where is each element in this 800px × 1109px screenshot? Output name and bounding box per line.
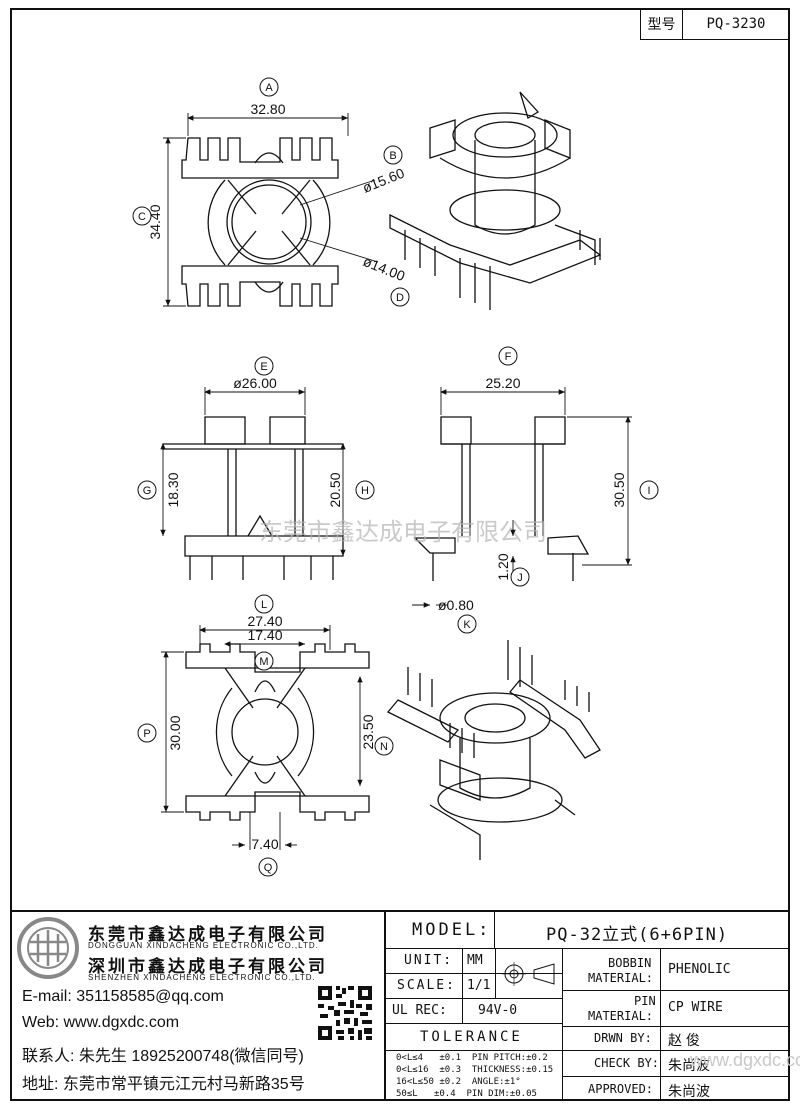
callout-Q: Q [264, 862, 273, 874]
bobbin-label-2: MATERIAL: [588, 971, 654, 985]
callout-B: B [389, 150, 396, 162]
callout-P: P [143, 728, 150, 740]
dim-M: 17.40 [247, 627, 282, 643]
drawn-value: 赵 俊 [668, 1032, 700, 1048]
company-logo [17, 917, 79, 979]
dim-D: ø14.00 [361, 253, 408, 284]
dim-J: 1.20 [495, 553, 511, 580]
tol-row-3: 16<L≤50 ±0.2 ANGLE:±1° [396, 1077, 521, 1087]
dim-G: 18.30 [165, 472, 181, 507]
dim-P: 30.00 [167, 715, 183, 750]
unit-label: UNIT: [404, 953, 454, 968]
pin-value: CP WIRE [668, 1000, 723, 1015]
scale-value: 1/1 [467, 978, 491, 993]
callout-A: A [265, 82, 273, 94]
callout-K: K [463, 619, 471, 631]
technical-drawing: A B C D E F G H I J K L M N P Q 32.80 ø1… [132, 77, 659, 877]
dim-N: 23.50 [360, 714, 376, 749]
tol-row-4: 50≤L ±0.4 PIN DIM:±0.05 [396, 1089, 537, 1099]
type-label: 型号 [641, 9, 683, 40]
watermark-url: www.dgxdc.com [690, 1050, 800, 1070]
company-name-1: 东莞市鑫达成电子有限公司 [88, 925, 328, 944]
dim-C: 34.40 [147, 204, 163, 239]
isometric-view-2 [386, 640, 601, 860]
bottom-view [185, 643, 370, 821]
callout-J: J [517, 572, 523, 584]
callout-D: D [396, 292, 404, 304]
check-label: CHECK BY: [594, 1056, 660, 1070]
bobbin-label-1: BOBBIN [608, 956, 652, 970]
callout-C: C [138, 211, 146, 223]
scale-label: SCALE: [397, 978, 456, 993]
model-label: MODEL: [412, 920, 492, 940]
dim-A: 32.80 [250, 101, 285, 117]
approved-label: APPROVED: [588, 1082, 654, 1096]
dim-Q: 7.40 [251, 836, 278, 852]
pin-label-2: MATERIAL: [588, 1009, 654, 1023]
dim-K: ø0.80 [438, 597, 474, 613]
qr-code [316, 984, 374, 1042]
side-view [413, 416, 590, 581]
callout-N: N [380, 741, 388, 753]
top-view [181, 137, 339, 307]
isometric-view-1 [389, 91, 602, 310]
title-block [10, 910, 790, 1101]
type-value: PQ-3230 [683, 9, 789, 40]
dim-F: 25.20 [485, 375, 520, 391]
dim-I: 30.50 [611, 472, 627, 507]
callout-M: M [259, 656, 268, 668]
tolerance-label: TOLERANCE [420, 1029, 523, 1045]
dim-L: 27.40 [247, 613, 282, 629]
approved-value: 朱尚波 [668, 1083, 710, 1099]
company-address: 地址: 东莞市常平镇元江元村马新路35号 [22, 1076, 305, 1093]
company-name-2-en: SHENZHEN XINDACHENG ELECTRONIC CO.,LTD. [88, 973, 316, 982]
callout-L: L [261, 599, 267, 611]
callout-E: E [260, 361, 267, 373]
spec-grid [384, 910, 790, 1101]
company-contact: 联系人: 朱先生 18925200748(微信同号) [22, 1048, 304, 1065]
callout-F: F [505, 351, 512, 363]
ulrec-value: 94V-0 [478, 1003, 518, 1018]
ulrec-label: UL REC: [392, 1003, 447, 1018]
projection-symbol-icon [502, 962, 555, 986]
model-value: PQ-32立式(6+6PIN) [546, 925, 729, 945]
dim-B: ø15.60 [360, 165, 407, 196]
company-email: E-mail: 351158585@qq.com [22, 988, 224, 1005]
company-name-1-en: DONGGUAN XINDACHENG ELECTRONIC CO.,LTD. [88, 941, 319, 950]
tol-row-2: 0<L≤16 ±0.3 THICKNESS:±0.15 [396, 1065, 554, 1075]
type-box: 型号 PQ-3230 [640, 8, 790, 40]
front-view [162, 416, 344, 580]
callout-G: G [143, 485, 152, 497]
tol-row-1: 0<L≤4 ±0.1 PIN PITCH:±0.2 [396, 1053, 548, 1063]
dim-H: 20.50 [327, 472, 343, 507]
check-value: 朱尚波 [668, 1057, 710, 1073]
drawn-label: DRWN BY: [594, 1031, 652, 1045]
company-name-2: 深圳市鑫达成电子有限公司 [88, 957, 328, 976]
dim-E: ø26.00 [233, 375, 277, 391]
unit-value: MM [467, 953, 483, 968]
watermark: 东莞市鑫达成电子有限公司 [259, 519, 547, 546]
callout-H: H [361, 485, 369, 497]
pin-label-1: PIN [634, 994, 656, 1008]
bobbin-value: PHENOLIC [668, 962, 731, 977]
callout-I: I [647, 485, 650, 497]
company-web: Web: www.dgxdc.com [22, 1014, 180, 1031]
